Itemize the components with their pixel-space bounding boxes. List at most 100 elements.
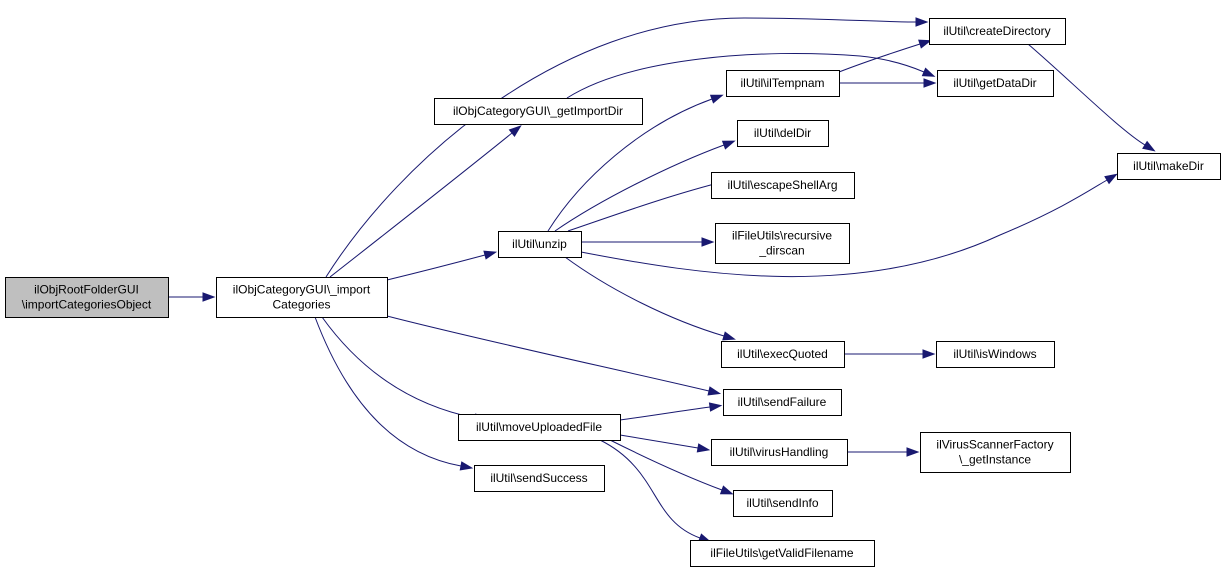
arrowhead bbox=[708, 402, 723, 412]
arrowhead bbox=[202, 292, 216, 302]
arrowhead bbox=[1142, 140, 1156, 152]
node-label: \_getInstance bbox=[959, 453, 1031, 467]
arrowhead bbox=[709, 94, 724, 104]
arrowhead bbox=[921, 67, 936, 77]
arrowhead bbox=[483, 250, 498, 260]
node-box bbox=[216, 277, 388, 318]
node-label: ilUtil\execQuoted bbox=[737, 347, 828, 361]
node-label: ilObjRootFolderGUI bbox=[34, 283, 139, 297]
arrowhead bbox=[906, 447, 920, 457]
node-box bbox=[929, 18, 1066, 45]
edge-virus_handling-to-virus_scanner bbox=[847, 447, 920, 457]
node-label: ilUtil\escapeShellArg bbox=[727, 178, 837, 192]
node-label: _dirscan bbox=[758, 244, 804, 258]
node-label: ilFileUtils\recursive bbox=[732, 229, 832, 243]
node-label: ilUtil\unzip bbox=[512, 237, 567, 251]
node-get-data-dir[interactable]: ilUtil\getDataDir bbox=[937, 70, 1054, 97]
edge-move_uploaded_file-to-send_failure bbox=[619, 402, 723, 421]
arrowhead bbox=[923, 78, 937, 88]
node-box bbox=[1117, 153, 1221, 180]
edge-root-to-import_categories bbox=[168, 292, 216, 302]
node-make-dir[interactable]: ilUtil\makeDir bbox=[1117, 153, 1221, 180]
node-box bbox=[920, 432, 1071, 473]
node-send-failure[interactable]: ilUtil\sendFailure bbox=[723, 389, 842, 416]
arrowhead bbox=[1104, 173, 1118, 185]
edge-unzip-to-exec_quoted bbox=[564, 256, 736, 341]
node-box bbox=[474, 465, 605, 492]
node-unzip[interactable]: ilUtil\unzip bbox=[498, 231, 582, 258]
arrowhead bbox=[922, 349, 936, 359]
node-create-directory[interactable]: ilUtil\createDirectory bbox=[929, 18, 1066, 45]
node-label: \importCategoriesObject bbox=[22, 298, 152, 312]
node-box bbox=[715, 223, 850, 264]
arrowhead bbox=[719, 485, 734, 495]
node-box bbox=[737, 120, 829, 147]
node-move-uploaded-file[interactable]: ilUtil\moveUploadedFile bbox=[458, 414, 621, 441]
edge-create_directory-to-make_dir bbox=[1027, 43, 1156, 152]
edge-unzip-to-recursive_dirscan bbox=[581, 237, 715, 247]
node-label: ilObjCategoryGUI\_import bbox=[233, 283, 371, 297]
edge-exec_quoted-to-is_windows bbox=[844, 349, 936, 359]
node-box bbox=[721, 341, 845, 368]
node-get-import-dir[interactable]: ilObjCategoryGUI\_getImportDir bbox=[434, 98, 643, 125]
arrowhead bbox=[918, 39, 932, 49]
arrowhead bbox=[721, 140, 736, 150]
arrowhead bbox=[915, 17, 929, 27]
node-label: ilUtil\virusHandling bbox=[730, 445, 829, 459]
node-label: ilObjCategoryGUI\_getImportDir bbox=[453, 104, 623, 118]
node-box bbox=[498, 231, 582, 258]
arrowhead bbox=[701, 237, 715, 247]
edge-import_categories-to-send_success bbox=[314, 316, 474, 471]
edge-import_categories-to-move_uploaded_file bbox=[321, 316, 488, 423]
node-virus-scanner[interactable]: ilVirusScannerFactory\_getInstance bbox=[920, 432, 1071, 473]
node-recursive-dirscan[interactable]: ilFileUtils\recursive_dirscan bbox=[715, 223, 850, 264]
arrowhead bbox=[722, 331, 736, 341]
node-del-dir[interactable]: ilUtil\delDir bbox=[737, 120, 829, 147]
edge-unzip-to-del_dir bbox=[554, 140, 736, 232]
node-escape-shell-arg[interactable]: ilUtil\escapeShellArg bbox=[711, 172, 855, 199]
edge-unzip-to-il_tempnam bbox=[547, 94, 724, 232]
node-exec-quoted[interactable]: ilUtil\execQuoted bbox=[721, 341, 845, 368]
edge-il_tempnam-to-get_data_dir bbox=[839, 78, 937, 88]
edge-move_uploaded_file-to-get_valid_filename bbox=[599, 439, 712, 543]
node-box bbox=[711, 439, 848, 466]
node-is-windows[interactable]: ilUtil\isWindows bbox=[936, 341, 1055, 368]
edge-import_categories-to-send_failure bbox=[386, 315, 722, 396]
edge-move_uploaded_file-to-send_info bbox=[609, 439, 734, 495]
node-box bbox=[711, 172, 855, 199]
node-label: ilUtil\delDir bbox=[754, 126, 811, 140]
node-label: ilUtil\createDirectory bbox=[943, 24, 1050, 38]
edge-unzip-to-make_dir bbox=[580, 173, 1118, 278]
edge-get_import_dir-to-get_data_dir bbox=[566, 52, 936, 99]
node-label: ilVirusScannerFactory bbox=[936, 438, 1053, 452]
node-box bbox=[937, 70, 1054, 97]
node-box bbox=[434, 98, 643, 125]
node-import-categories[interactable]: ilObjCategoryGUI\_importCategories bbox=[216, 277, 388, 318]
node-box bbox=[5, 277, 169, 318]
edge-import_categories-to-create_directory bbox=[325, 17, 929, 278]
arrowhead bbox=[707, 386, 722, 396]
node-box bbox=[726, 70, 840, 97]
node-label: ilUtil\ilTempnam bbox=[740, 76, 824, 90]
node-label: Categories bbox=[272, 298, 330, 312]
node-box bbox=[733, 490, 833, 517]
node-box bbox=[723, 389, 842, 416]
node-label: ilUtil\isWindows bbox=[953, 347, 1036, 361]
node-il-tempnam[interactable]: ilUtil\ilTempnam bbox=[726, 70, 840, 97]
node-get-valid-filename[interactable]: ilFileUtils\getValidFilename bbox=[690, 540, 875, 567]
arrowhead bbox=[459, 461, 474, 471]
node-label: ilUtil\sendSuccess bbox=[490, 471, 587, 485]
node-send-info[interactable]: ilUtil\sendInfo bbox=[733, 490, 833, 517]
node-root[interactable]: ilObjRootFolderGUI\importCategoriesObjec… bbox=[5, 277, 169, 318]
node-label: ilUtil\getDataDir bbox=[953, 76, 1036, 90]
edge-il_tempnam-to-create_directory bbox=[838, 39, 932, 73]
edge-import_categories-to-unzip bbox=[386, 250, 498, 281]
node-box bbox=[458, 414, 621, 441]
arrowhead bbox=[508, 125, 522, 137]
edge-import_categories-to-get_import_dir bbox=[329, 125, 522, 278]
node-label: ilUtil\sendInfo bbox=[746, 496, 818, 510]
node-box bbox=[936, 341, 1055, 368]
node-send-success[interactable]: ilUtil\sendSuccess bbox=[474, 465, 605, 492]
node-virus-handling[interactable]: ilUtil\virusHandling bbox=[711, 439, 848, 466]
